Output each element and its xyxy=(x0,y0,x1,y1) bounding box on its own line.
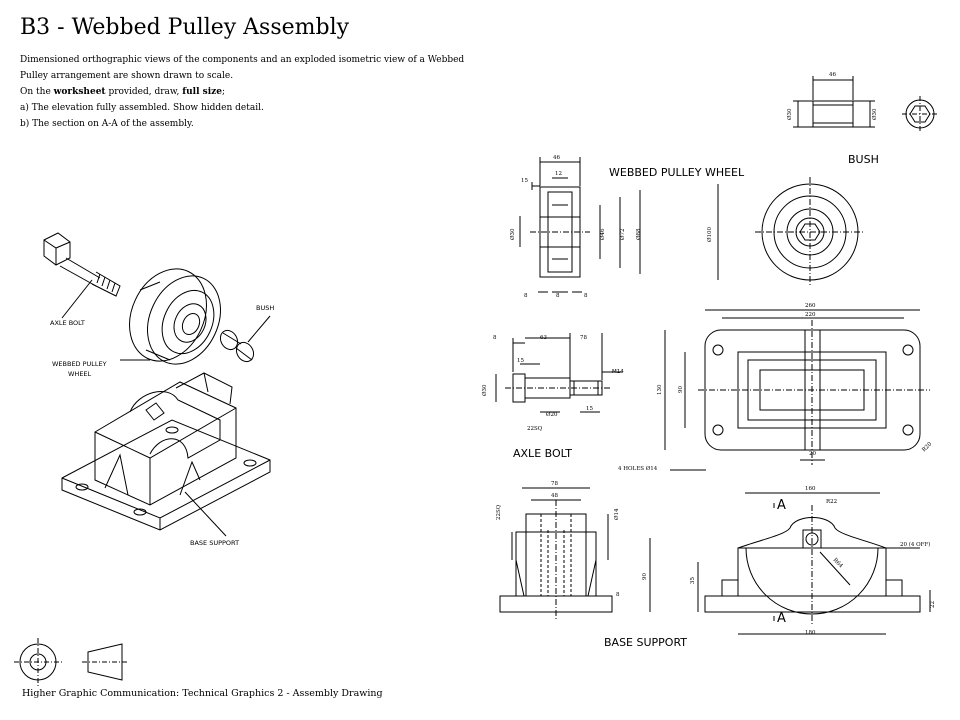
dim-axle-15b: 15 xyxy=(586,406,593,412)
dim-axle-15: 15 xyxy=(517,358,524,364)
dim-plan-90: 90 xyxy=(678,386,684,393)
dim-elev-160: 160 xyxy=(805,486,816,492)
dim-axle-78: 78 xyxy=(580,335,587,341)
dim-elev-r64: R64 xyxy=(832,557,844,569)
dim-elev-180: 180 xyxy=(805,630,816,636)
dim-axle-63: 63 xyxy=(540,335,547,341)
dim-wheel-8b: 8 xyxy=(556,293,560,299)
dim-elev-r22: R22 xyxy=(826,499,837,505)
iso-base-support xyxy=(61,372,271,531)
dim-axle-m14: M14 xyxy=(612,369,624,375)
dim-end-90: 90 xyxy=(642,573,648,580)
instruction-line: Pulley arrangement are shown drawn to sc… xyxy=(20,71,234,81)
base-support-end-elevation xyxy=(499,487,651,620)
dim-end-48: 48 xyxy=(551,493,558,499)
section-mark-a-top: A xyxy=(777,498,786,513)
iso-label-wheel-2: WHEEL xyxy=(68,370,92,378)
instruction-line: a) The elevation fully assembled. Show h… xyxy=(20,103,264,113)
pulley-wheel-views xyxy=(519,157,865,293)
dim-plan-260: 260 xyxy=(805,303,816,309)
iso-label-bush: BUSH xyxy=(256,304,274,312)
dim-wheel-15: 15 xyxy=(521,178,528,184)
base-support-front-elevation xyxy=(697,492,931,635)
page-title: B3 - Webbed Pulley Assembly xyxy=(20,15,350,40)
dim-axle-22: 22SQ xyxy=(527,426,543,432)
dim-elev-35: 35 xyxy=(690,577,696,584)
leader-axle-bolt xyxy=(61,279,93,319)
section-mark-a-bottom: A xyxy=(777,611,786,626)
dim-bush-30a: Ø30 xyxy=(786,108,793,120)
projection-symbol xyxy=(14,638,128,686)
view-title-bush: BUSH xyxy=(848,153,879,166)
dim-wheel-46: 46 xyxy=(553,155,560,161)
dim-wheel-46b: Ø46 xyxy=(599,228,606,240)
base-support-plan xyxy=(664,309,930,471)
instruction-line: On the worksheet provided, draw, full si… xyxy=(20,87,226,97)
dim-end-78: 78 xyxy=(551,481,558,487)
dim-elev-22: 22 xyxy=(930,601,936,608)
iso-pulley-wheel xyxy=(129,268,221,365)
iso-label-wheel-1: WEBBED PULLEY xyxy=(52,360,107,368)
dim-plan-220: 220 xyxy=(805,312,816,318)
isometric-exploded-view xyxy=(43,232,271,537)
dim-bush-30b: Ø30 xyxy=(871,108,878,120)
dim-axle-20: Ø20 xyxy=(546,411,558,418)
view-title-wheel: WEBBED PULLEY WHEEL xyxy=(609,166,745,179)
dim-end-14: Ø14 xyxy=(613,508,620,520)
dim-wheel-72: Ø72 xyxy=(619,228,626,240)
dim-axle-8: 8 xyxy=(493,335,497,341)
view-title-axle: AXLE BOLT xyxy=(513,447,572,460)
dim-end-22: 22SQ xyxy=(496,504,502,520)
dim-plan-20: 20 xyxy=(809,451,816,457)
iso-label-base: BASE SUPPORT xyxy=(190,539,239,547)
dim-end-8: 8 xyxy=(616,592,620,598)
instruction-line: b) The section on A-A of the assembly. xyxy=(20,119,194,129)
view-title-base: BASE SUPPORT xyxy=(604,636,687,649)
dim-bush-46: 46 xyxy=(829,72,836,78)
bush-views xyxy=(793,76,938,132)
instruction-line: Dimensioned orthographic views of the co… xyxy=(20,55,465,65)
dim-wheel-88: Ø88 xyxy=(635,228,642,240)
footer-caption: Higher Graphic Communication: Technical … xyxy=(22,688,383,699)
dim-axle-30: Ø30 xyxy=(481,384,488,396)
dim-plan-r20: R20 xyxy=(921,441,933,453)
instructions: Dimensioned orthographic views of the co… xyxy=(20,52,465,132)
leader-base-support xyxy=(184,491,227,537)
axle-bolt-views xyxy=(495,333,622,413)
iso-axle-bolt xyxy=(43,232,121,297)
dim-wheel-30: Ø30 xyxy=(509,228,516,240)
dim-plan-holes: 4 HOLES Ø14 xyxy=(618,465,658,472)
dim-wheel-8a: 8 xyxy=(524,293,528,299)
dim-wheel-12: 12 xyxy=(555,171,562,177)
dim-elev-20off: 20 (4 OFF) xyxy=(900,541,930,548)
iso-label-axle-bolt: AXLE BOLT xyxy=(50,319,85,327)
dim-wheel-8c: 8 xyxy=(584,293,588,299)
iso-bush xyxy=(219,329,255,363)
dim-plan-130: 130 xyxy=(657,384,663,395)
dim-wheel-100: Ø100 xyxy=(706,226,713,242)
leader-bush xyxy=(247,315,271,343)
